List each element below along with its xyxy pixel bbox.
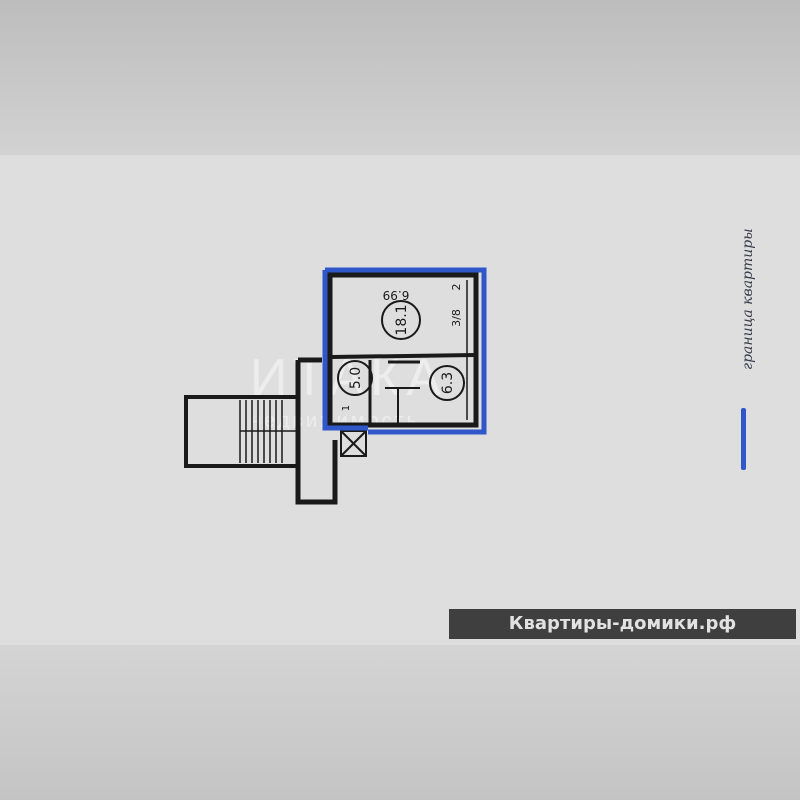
shaft-icon xyxy=(340,430,367,457)
room-area-hall: 5.0 xyxy=(348,367,364,389)
staircase xyxy=(184,395,300,468)
legend-label: граница квартиры xyxy=(738,228,758,380)
corridor xyxy=(295,357,338,505)
label-3-8: 3/8 xyxy=(450,309,463,327)
brand-text: Квартиры-домики.рф xyxy=(508,613,737,634)
floor-plan-paper xyxy=(0,155,800,645)
apartment-boundary xyxy=(322,267,487,435)
room-circle-kitchen xyxy=(429,365,465,401)
brand-banner: Квартиры-домики.рф xyxy=(449,609,796,639)
room-circle-hall xyxy=(337,360,373,396)
legend-boundary-swatch xyxy=(741,408,746,470)
blurred-background-bottom xyxy=(0,645,800,800)
room-area-main: 18.1 xyxy=(394,304,410,335)
blurred-background-top xyxy=(0,0,800,155)
room-circle-main xyxy=(381,300,421,340)
legend-text: граница квартиры xyxy=(740,228,756,370)
room-area-kitchen: 6.3 xyxy=(440,372,456,394)
dimension-label: 6.99 xyxy=(383,288,410,302)
apartment-walls xyxy=(327,272,479,428)
label-2: 2 xyxy=(450,284,463,291)
label-1: 1 xyxy=(341,405,352,411)
